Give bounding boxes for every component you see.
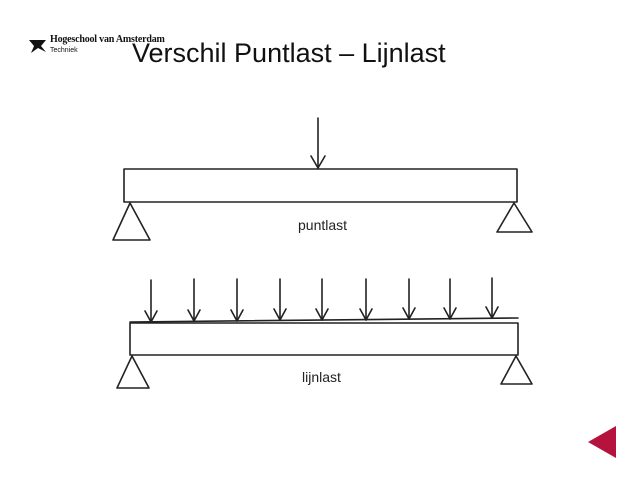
logo-name: Hogeschool van Amsterdam xyxy=(50,34,165,45)
point-load-beam xyxy=(123,168,518,203)
point-load-diagram xyxy=(112,117,533,241)
line-load-diagram xyxy=(116,277,533,389)
slide-title: Verschil Puntlast – Lijnlast xyxy=(132,38,446,68)
logo-subtitle: Techniek xyxy=(50,47,78,54)
point-load-arrow-head xyxy=(310,155,326,169)
hva-logo-icon xyxy=(29,40,46,53)
previous-slide-icon xyxy=(588,426,616,458)
line-load-right-support xyxy=(500,355,533,385)
institution-logo: Hogeschool van Amsterdam Techniek xyxy=(28,34,168,64)
point-load-right-support xyxy=(496,202,533,233)
line-load-arrows xyxy=(144,277,499,323)
previous-slide-button[interactable] xyxy=(586,424,618,460)
point-load-left-support xyxy=(112,202,151,241)
line-load-base-line xyxy=(129,317,519,323)
line-load-label: lijnlast xyxy=(302,369,341,385)
point-load-label: puntlast xyxy=(298,217,347,233)
line-load-beam xyxy=(129,322,519,356)
line-load-left-support xyxy=(116,355,150,389)
